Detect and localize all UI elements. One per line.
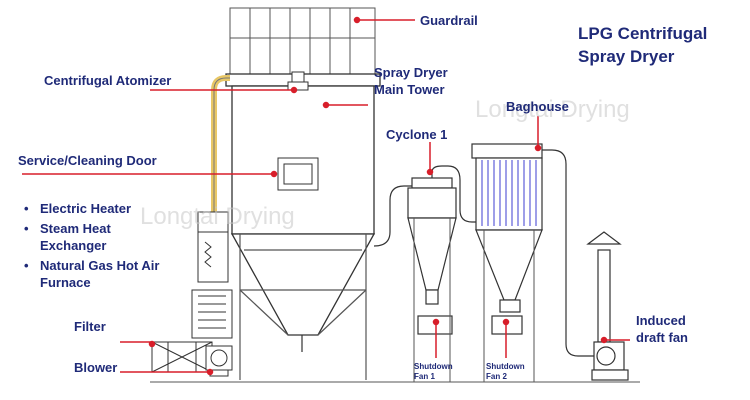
cyclone-separator <box>407 177 457 335</box>
heat-source-line-1: Natural Gas Hot Air <box>40 258 160 273</box>
cyclone-label: Cyclone 1 <box>386 127 448 142</box>
main-tower-support-legs <box>239 234 367 380</box>
heat-source-line-2: Furnace <box>40 275 91 290</box>
watermark-text: Longtai Drying <box>475 96 630 123</box>
duct-baghouse-to-fan <box>542 149 596 357</box>
watermark-text: Longtai Drying <box>140 203 295 230</box>
title-line-2: Spray Dryer <box>578 47 675 66</box>
induced-fan-and-stack <box>586 231 629 381</box>
baghouse-label: Baghouse <box>506 99 569 114</box>
inlet-filter <box>151 341 213 373</box>
title-line-1: LPG Centrifugal <box>578 24 708 43</box>
heat-source-line-1: Electric Heater <box>40 201 132 216</box>
induced-fan-label: Induced draft fan <box>636 312 688 346</box>
heat-source-item: Electric Heater <box>22 200 159 217</box>
heat-source-line-1: Steam Heat <box>40 221 111 236</box>
duct-tower-to-cyclone <box>373 185 420 247</box>
duct-cyclone-to-baghouse <box>431 165 478 223</box>
guardrail-label: Guardrail <box>420 13 478 28</box>
service-door-icon <box>277 157 319 191</box>
heat-source-item: Natural Gas Hot Air Furnace <box>22 257 159 291</box>
atomizer-icon <box>287 71 309 91</box>
filter-bags <box>481 160 537 226</box>
cyclone-support-legs <box>413 218 451 382</box>
baghouse-filter <box>471 143 543 335</box>
induced-fan-label-line-2: draft fan <box>636 330 688 345</box>
heat-source-list: Electric Heater Steam Heat Exchanger Nat… <box>22 200 159 294</box>
blower-label: Blower <box>74 360 118 375</box>
guardrail-frame <box>229 7 376 75</box>
shutdown-fan-1-line-2: Fan 1 <box>414 372 435 381</box>
shutdown-fan-2-line-1: Shutdown <box>486 362 525 371</box>
service-door-label: Service/Cleaning Door <box>18 153 157 168</box>
centrifugal-atomizer-label: Centrifugal Atomizer <box>44 73 172 88</box>
diagram-title: LPG Centrifugal Spray Dryer <box>578 22 707 68</box>
heat-source-item: Steam Heat Exchanger <box>22 220 159 254</box>
shutdown-fan-1-label: Shutdown Fan 1 <box>414 362 453 382</box>
shutdown-fan-1-line-1: Shutdown <box>414 362 453 371</box>
shutdown-fan-2-line-2: Fan 2 <box>486 372 507 381</box>
main-tower-label-line-1: Spray Dryer <box>374 65 448 80</box>
heater-column <box>191 211 233 339</box>
shutdown-fan-2-label: Shutdown Fan 2 <box>486 362 525 382</box>
label-pointers <box>22 16 630 376</box>
blower-icon <box>205 345 233 377</box>
main-tower-label-line-2: Main Tower <box>374 82 445 97</box>
baghouse-support-legs <box>483 230 535 382</box>
filter-label: Filter <box>74 319 106 334</box>
heat-source-line-2: Exchanger <box>40 238 107 253</box>
main-tower-label: Spray Dryer Main Tower <box>374 64 448 98</box>
induced-fan-label-line-1: Induced <box>636 313 686 328</box>
